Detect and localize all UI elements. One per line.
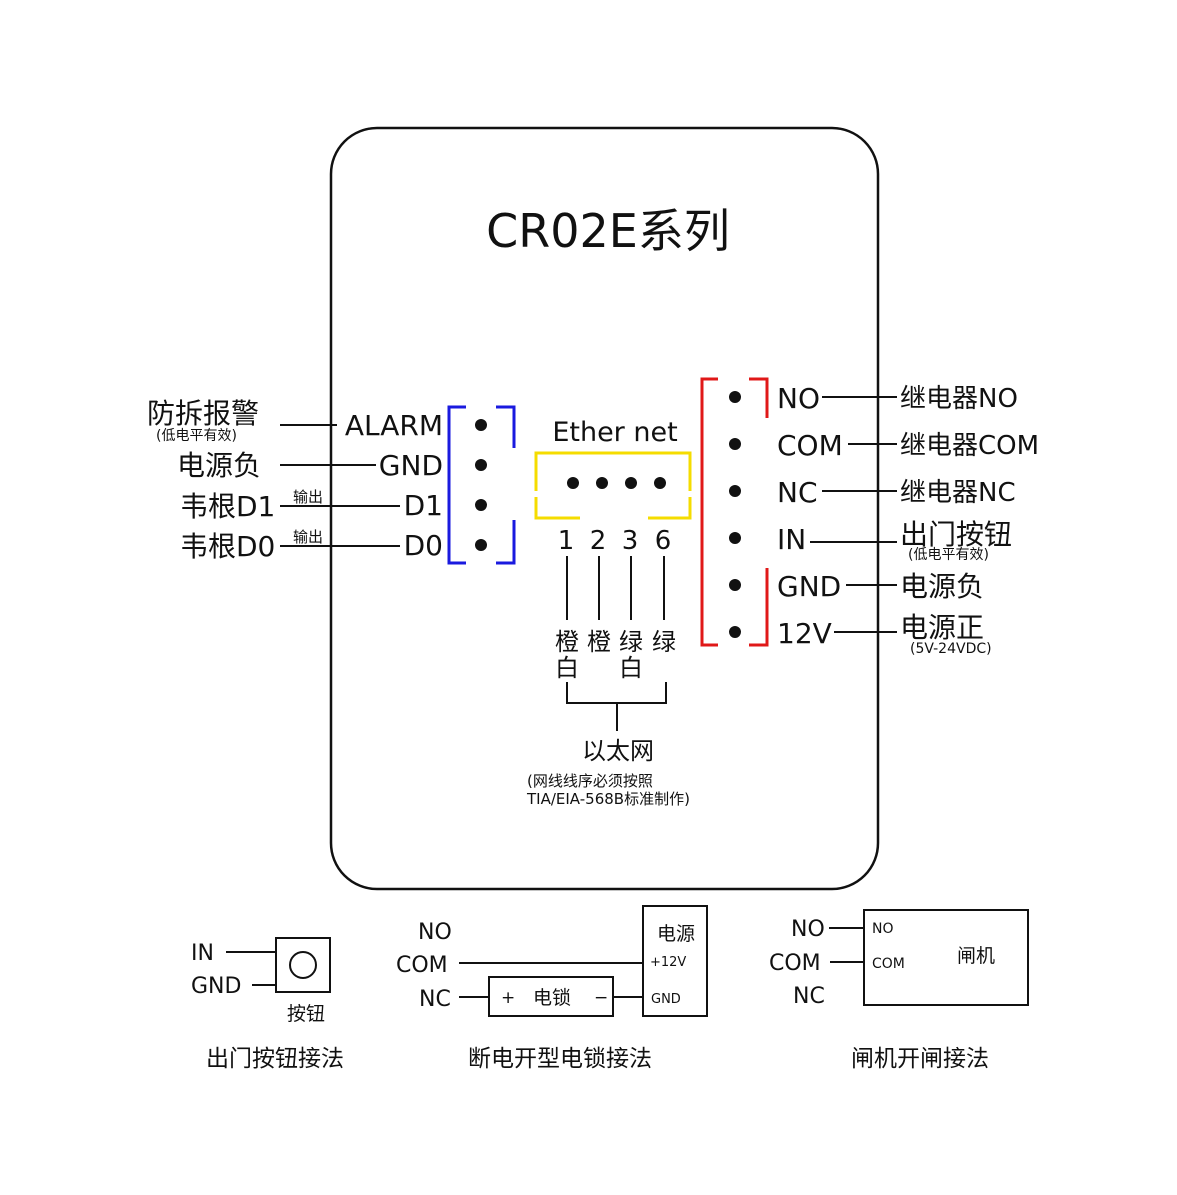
- pin-dot: [729, 485, 741, 497]
- gate-no-in-label: NO: [872, 921, 894, 937]
- lock-plus-label: +: [501, 988, 515, 1008]
- gate-com-in-label: COM: [872, 956, 905, 972]
- label-alarm-cn: 防拆报警: [147, 397, 259, 430]
- ethernet-note-line1: (网线线序必须按照: [527, 772, 653, 790]
- psu-box: [642, 905, 708, 1017]
- pin-label-gnd-right: GND: [777, 570, 841, 603]
- pin-dot: [475, 539, 487, 551]
- gate-label: 闸机: [957, 945, 995, 967]
- device-title: CR02E系列: [486, 204, 730, 258]
- pin-dot: [475, 419, 487, 431]
- label-com-cn: 继电器COM: [900, 431, 1039, 461]
- gate-box: [863, 909, 1029, 1006]
- lock-diagram-caption: 断电开型电锁接法: [468, 1046, 652, 1072]
- pin-label-com: COM: [777, 429, 843, 462]
- lock-minus-label: −: [594, 988, 608, 1008]
- pin-dot: [475, 499, 487, 511]
- label-d0-cn: 韦根D0: [180, 530, 275, 563]
- button-in-label: IN: [191, 941, 214, 966]
- label-d1-cn: 韦根D1: [180, 490, 275, 523]
- ethernet-note-line2: TIA/EIA-568B标准制作): [526, 790, 690, 808]
- pin-dot: [729, 579, 741, 591]
- pin-dot: [729, 438, 741, 450]
- pin-label-gnd: GND: [379, 449, 443, 482]
- pin-dot: [729, 391, 741, 403]
- gate-nc-out-label: NC: [793, 984, 825, 1009]
- gate-com-out-label: COM: [769, 951, 821, 976]
- button-gnd-label: GND: [191, 974, 241, 999]
- gate-diagram-caption: 闸机开闸接法: [851, 1046, 989, 1072]
- eth-pin-number: 6: [655, 526, 672, 556]
- lock-wiring-diagram: NO COM NC 电源 +12V GND + 电锁 − 断电开型电锁接法: [396, 905, 708, 1072]
- eth-pin-number: 3: [622, 526, 639, 556]
- lock-label: 电锁: [533, 987, 571, 1009]
- eth-pin-number: 1: [558, 526, 575, 556]
- device-outline: [329, 126, 880, 891]
- pin-label-no: NO: [777, 382, 820, 415]
- pin-dot: [729, 532, 741, 544]
- ethernet-label: Ether net: [552, 417, 677, 448]
- left-terminal-bracket-right: [496, 405, 516, 565]
- wire-color-top: 橙: [555, 628, 579, 656]
- pin-label-d0: D0: [404, 529, 443, 562]
- psu-label: 电源: [657, 923, 695, 945]
- pin-dot: [625, 477, 637, 489]
- wire-color-bottom: 白: [555, 654, 579, 682]
- pin-label-12v: 12V: [777, 617, 832, 650]
- left-terminal: [447, 405, 516, 565]
- eth-pin-number: 2: [590, 526, 607, 556]
- pin-label-alarm: ALARM: [345, 409, 443, 442]
- label-12v-cn: 电源正: [900, 611, 984, 644]
- label-alarm-note: (低电平有效): [156, 428, 237, 444]
- label-no-cn: 继电器NO: [900, 384, 1018, 414]
- label-gnd-right-cn: 电源负: [900, 570, 984, 603]
- pin-label-nc: NC: [777, 476, 818, 509]
- psu-plus12-label: +12V: [650, 955, 686, 970]
- label-nc-cn: 继电器NC: [900, 478, 1016, 508]
- ethernet-connector-bottom: [534, 497, 692, 520]
- button-wiring-diagram: IN GND 按钮 出门按钮接法: [191, 937, 344, 1072]
- label-in-note: (低电平有效): [908, 547, 989, 563]
- lock-nc-label: NC: [419, 987, 451, 1012]
- pin-dot: [729, 626, 741, 638]
- pin-label-in: IN: [777, 523, 806, 556]
- button-label: 按钮: [287, 1003, 325, 1025]
- left-terminal-bracket-left: [447, 405, 466, 565]
- button-box: [275, 937, 331, 993]
- ethernet-connector-top: [534, 451, 692, 491]
- wire-color-top: 绿: [652, 628, 676, 656]
- gate-no-out-label: NO: [791, 917, 825, 942]
- ethernet-connector: [534, 451, 692, 520]
- label-gnd-cn: 电源负: [177, 449, 261, 482]
- label-12v-note: (5V-24VDC): [910, 641, 992, 657]
- label-output-d0: 输出: [293, 528, 323, 546]
- lock-no-label: NO: [418, 920, 452, 945]
- wire-color-bottom: 白: [619, 654, 643, 682]
- psu-gnd-label: GND: [651, 992, 681, 1007]
- ethernet-group-label: 以太网: [582, 737, 654, 765]
- button-diagram-caption: 出门按钮接法: [206, 1046, 344, 1072]
- right-terminal: [700, 377, 769, 647]
- pin-dot: [567, 477, 579, 489]
- pin-dot: [654, 477, 666, 489]
- pin-dot: [475, 459, 487, 471]
- button-icon: [289, 951, 317, 979]
- right-terminal-bracket-left: [700, 377, 718, 647]
- right-terminal-bracket-right: [749, 377, 769, 647]
- wire-color-top: 橙: [587, 628, 611, 656]
- label-output-d1: 输出: [293, 488, 323, 506]
- gate-wiring-diagram: NO COM NC NO COM 闸机 闸机开闸接法: [769, 909, 1029, 1072]
- wire-color-top: 绿: [619, 628, 643, 656]
- ethernet-group-bracket: [566, 682, 667, 731]
- label-in-cn: 出门按钮: [900, 518, 1012, 551]
- pin-label-d1: D1: [404, 489, 443, 522]
- pin-dot: [596, 477, 608, 489]
- lock-com-label: COM: [396, 953, 448, 978]
